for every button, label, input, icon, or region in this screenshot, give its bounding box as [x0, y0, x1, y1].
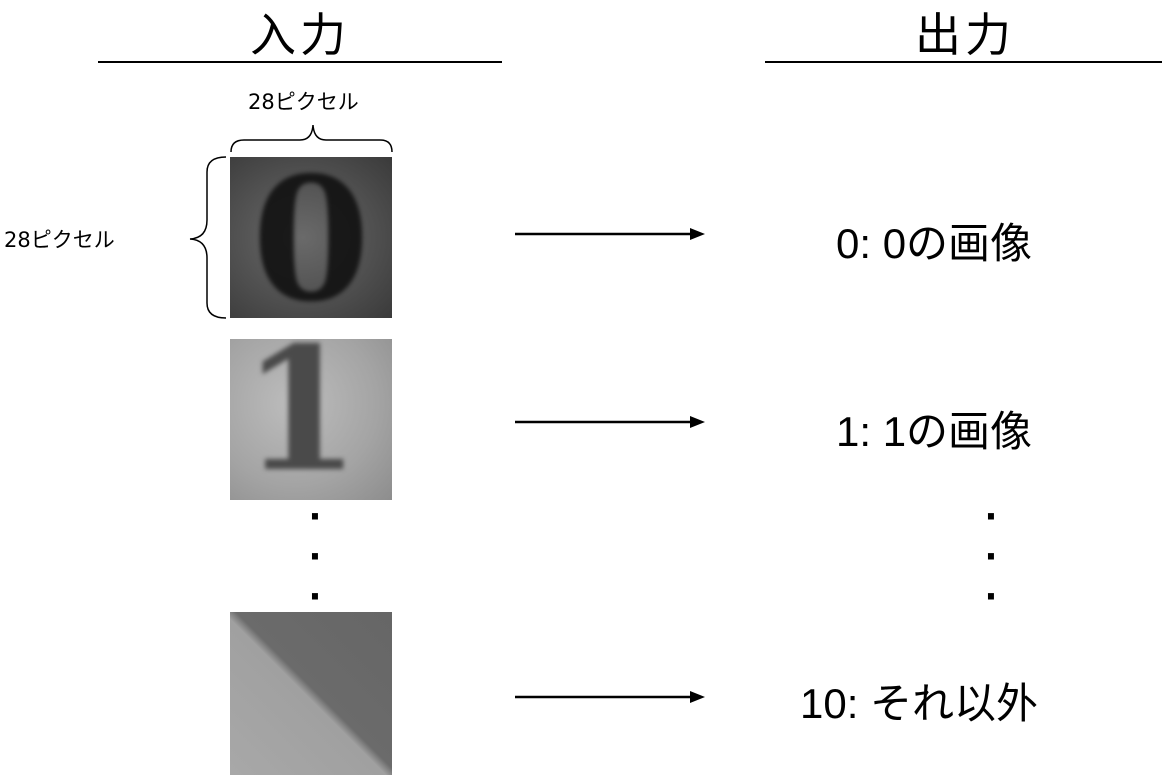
sample-image-one-digit: 1 [241, 339, 361, 500]
output-header: 出力 [915, 8, 1015, 62]
input-ellipsis-dot: · [308, 577, 322, 617]
input-header: 入力 [250, 8, 350, 62]
input-ellipsis-dot: · [308, 537, 322, 577]
output-label-one: 1: 1の画像 [836, 408, 1033, 455]
arrow-zero-head [690, 228, 705, 240]
output-label-zero: 0: 0の画像 [836, 220, 1033, 267]
width-brace [230, 124, 393, 153]
output-header-underline [765, 61, 1162, 63]
arrow-other-head [690, 691, 705, 703]
input-ellipsis-dot: · [308, 497, 322, 537]
height-brace [189, 156, 227, 319]
sample-image-one: 1 [230, 339, 392, 500]
width-dimension-label: 28ピクセル [248, 90, 359, 114]
height-dimension-label: 28ピクセル [4, 228, 115, 252]
output-ellipsis-dot: · [984, 537, 998, 577]
arrow-one-head [690, 416, 705, 428]
input-header-underline [98, 61, 502, 63]
output-ellipsis-dot: · [984, 577, 998, 617]
output-ellipsis-dot: · [984, 497, 998, 537]
sample-image-zero-digit: 0 [251, 157, 371, 318]
sample-image-other [230, 612, 392, 775]
output-label-other: 10: それ以外 [800, 680, 1039, 727]
sample-image-zero: 0 [230, 157, 392, 318]
